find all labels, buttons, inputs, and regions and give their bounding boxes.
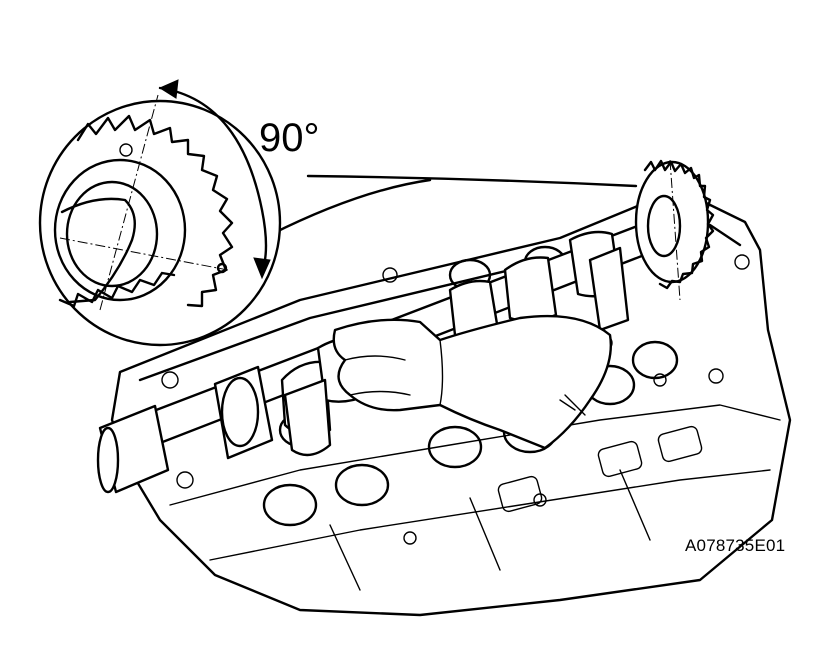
gear-hub — [646, 194, 682, 258]
port-2 — [657, 425, 703, 463]
head-rib-2 — [469, 497, 501, 571]
rotation-angle-label: 90° — [259, 116, 320, 160]
detail-centerline-2 — [59, 237, 229, 271]
valve-well-3 — [427, 425, 483, 469]
figure-reference-code: A078735E01 — [685, 536, 786, 555]
detail-bolt-hole — [119, 143, 133, 157]
bolt-hole-2 — [176, 471, 194, 489]
rotation-arrow — [158, 86, 268, 274]
gear-teeth — [643, 159, 715, 290]
technician-hand — [332, 314, 612, 450]
bolt-hole-3 — [382, 267, 398, 283]
rotation-arrowhead-bottom — [253, 257, 271, 280]
detail-gear-teeth-lower — [58, 271, 176, 308]
callout-leader — [268, 174, 638, 237]
detail-hub-inner — [65, 180, 159, 288]
bolt-hole-5 — [734, 254, 750, 270]
detail-shaft — [60, 197, 136, 304]
head-lower-edge-2 — [209, 469, 771, 561]
hand-sleeve-line — [439, 339, 444, 406]
bolt-hole-6 — [708, 368, 724, 384]
gear-centerline — [669, 159, 681, 301]
port-1 — [597, 440, 643, 478]
camshaft-gear — [634, 159, 715, 301]
gear-rim — [634, 160, 710, 284]
bolt-hole-8 — [403, 531, 417, 545]
hand-crease — [559, 394, 586, 416]
valve-well-1 — [262, 483, 318, 527]
hand-finger-2 — [349, 390, 411, 396]
rotation-arrowhead-top — [158, 79, 179, 99]
tappet-1 — [283, 378, 332, 457]
detail-hub-outer — [53, 158, 187, 302]
gear-detail-magnifier — [38, 79, 282, 347]
camshaft-nose-end — [96, 426, 120, 494]
camshaft-journal-1-face — [220, 376, 260, 448]
valve-well-2 — [334, 463, 390, 507]
bolt-hole-1 — [161, 371, 179, 389]
magnifier-circle — [38, 99, 282, 347]
detail-centerline — [99, 94, 159, 311]
bolt-hole-7 — [653, 373, 667, 387]
detail-timing-mark — [216, 262, 228, 274]
port-3 — [497, 475, 543, 513]
hand-outline — [332, 314, 612, 450]
tappet-2 — [588, 246, 630, 332]
hand-finger-1 — [344, 355, 406, 361]
head-rib-1 — [329, 524, 361, 591]
cam-lobe-4 — [503, 256, 558, 323]
head-rib-3 — [619, 469, 651, 541]
